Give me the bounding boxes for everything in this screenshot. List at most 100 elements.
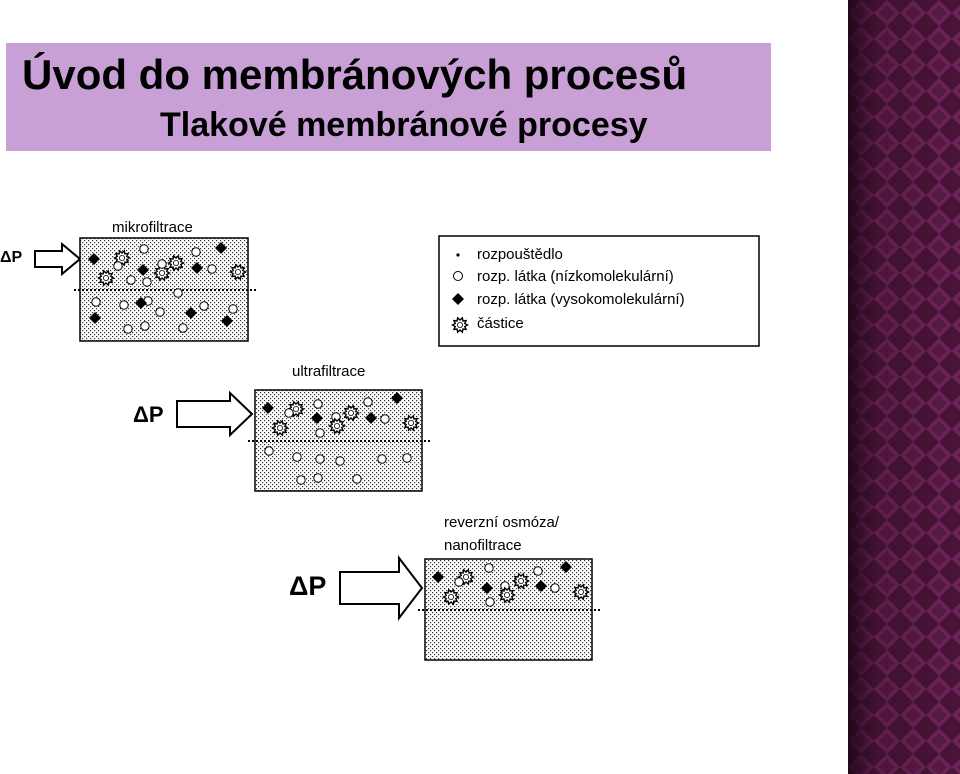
panel-label-reverse-osmosis-2: nanofiltrace: [444, 537, 522, 554]
legend-label-low-molecular: rozp. látka (nízkomolekulární): [477, 268, 674, 285]
legend-label-high-molecular: rozp. látka (vysokomolekulární): [477, 291, 685, 308]
low-molecular-solute-symbol: [199, 301, 209, 311]
particle-core: [235, 269, 241, 275]
decorative-side-band: [848, 0, 960, 774]
particle-core: [457, 322, 463, 328]
low-molecular-solute-symbol: [207, 264, 217, 274]
low-molecular-solute-symbol: [292, 452, 302, 462]
high-molecular-solute-symbol: [191, 262, 203, 274]
low-molecular-solute-symbol: [550, 583, 560, 593]
particle-core: [518, 578, 524, 584]
high-molecular-solute-symbol: [215, 242, 227, 254]
high-molecular-solute-symbol: [560, 561, 572, 573]
low-molecular-solute-symbol: [485, 597, 495, 607]
low-molecular-solute-symbol: [380, 414, 390, 424]
legend-label-solvent: rozpouštědlo: [477, 246, 563, 263]
low-molecular-solute-symbol: [484, 563, 494, 573]
particle-core: [173, 260, 179, 266]
low-molecular-solute-symbol: [178, 323, 188, 333]
legend-box: [438, 235, 760, 347]
particle-core: [103, 275, 109, 281]
particle-symbol: [402, 414, 420, 432]
particle-core: [277, 425, 283, 431]
particle-core: [334, 423, 340, 429]
legend-symbol-dot: [456, 253, 460, 257]
low-molecular-solute-symbol: [335, 456, 345, 466]
pressure-arrow-2: [176, 390, 254, 438]
particle-symbol: [167, 254, 185, 272]
high-molecular-solute-symbol: [137, 264, 149, 276]
particle-core: [408, 420, 414, 426]
high-molecular-solute-symbol: [365, 412, 377, 424]
legend-symbol-circle: [453, 271, 463, 281]
low-molecular-solute-symbol: [296, 475, 306, 485]
particle-core: [448, 594, 454, 600]
legend-symbol-particle: [451, 316, 469, 334]
low-molecular-solute-symbol: [113, 261, 123, 271]
particle-symbol: [153, 264, 171, 282]
low-molecular-solute-symbol: [139, 244, 149, 254]
pressure-label-3: ΔP: [289, 571, 326, 601]
particle-symbol: [229, 263, 247, 281]
high-molecular-solute-symbol: [88, 253, 100, 265]
pressure-arrow-1: [34, 241, 82, 277]
low-molecular-solute-symbol: [91, 297, 101, 307]
high-molecular-solute-symbol: [391, 392, 403, 404]
low-molecular-solute-symbol: [140, 321, 150, 331]
high-molecular-solute-symbol: [89, 312, 101, 324]
panel-reverse-osmosis: reverzní osmóza/ nanofiltrace ΔP: [289, 514, 602, 661]
low-molecular-solute-symbol: [228, 304, 238, 314]
title-banner: [6, 43, 771, 151]
low-molecular-solute-symbol: [173, 288, 183, 298]
slide-subtitle: Tlakové membránové procesy: [160, 106, 648, 144]
particle-core: [504, 592, 510, 598]
panel-microfiltration: mikrofiltrace ΔP: [0, 219, 258, 342]
particle-symbol: [342, 404, 360, 422]
membrane-box-3: [424, 558, 593, 661]
pressure-label-1: ΔP: [0, 249, 23, 266]
particle-symbol: [498, 586, 516, 604]
low-molecular-solute-symbol: [313, 473, 323, 483]
panel-label-ultrafiltration: ultrafiltrace: [292, 363, 365, 380]
low-molecular-solute-symbol: [454, 577, 464, 587]
low-molecular-solute-symbol: [264, 446, 274, 456]
particles-2: [262, 392, 420, 485]
low-molecular-solute-symbol: [377, 454, 387, 464]
particle-symbol: [97, 269, 115, 287]
particle-symbol: [442, 588, 460, 606]
particle-symbol: [328, 417, 346, 435]
low-molecular-solute-symbol: [284, 408, 294, 418]
low-molecular-solute-symbol: [313, 399, 323, 409]
high-molecular-solute-symbol: [311, 412, 323, 424]
membrane-processes-diagram: mikrofiltrace ΔP ultrafiltrace ΔP reverz…: [0, 219, 760, 661]
low-molecular-solute-symbol: [123, 324, 133, 334]
high-molecular-solute-symbol: [221, 315, 233, 327]
low-molecular-solute-symbol: [119, 300, 129, 310]
low-molecular-solute-symbol: [363, 397, 373, 407]
particles-1: [88, 242, 247, 334]
low-molecular-solute-symbol: [533, 566, 543, 576]
low-molecular-solute-symbol: [142, 277, 152, 287]
high-molecular-solute-symbol: [535, 580, 547, 592]
high-molecular-solute-symbol: [432, 571, 444, 583]
particles-3: [432, 561, 590, 607]
particle-core: [463, 574, 469, 580]
high-molecular-solute-symbol: [481, 582, 493, 594]
low-molecular-solute-symbol: [315, 454, 325, 464]
particle-symbol: [271, 419, 289, 437]
slide-title: Úvod do membránových procesů: [22, 51, 688, 98]
panel-ultrafiltration: ultrafiltrace ΔP: [133, 363, 432, 492]
particle-core: [348, 410, 354, 416]
low-molecular-solute-symbol: [126, 275, 136, 285]
particle-symbol: [572, 583, 590, 601]
legend: rozpouštědlo rozp. látka (nízkomolekulár…: [438, 235, 760, 347]
low-molecular-solute-symbol: [402, 453, 412, 463]
low-molecular-solute-symbol: [157, 259, 167, 269]
high-molecular-solute-symbol: [135, 297, 147, 309]
legend-symbol-diamond: [452, 293, 464, 305]
particle-core: [119, 255, 125, 261]
high-molecular-solute-symbol: [262, 402, 274, 414]
low-molecular-solute-symbol: [155, 307, 165, 317]
pressure-label-2: ΔP: [133, 402, 164, 427]
low-molecular-solute-symbol: [352, 474, 362, 484]
